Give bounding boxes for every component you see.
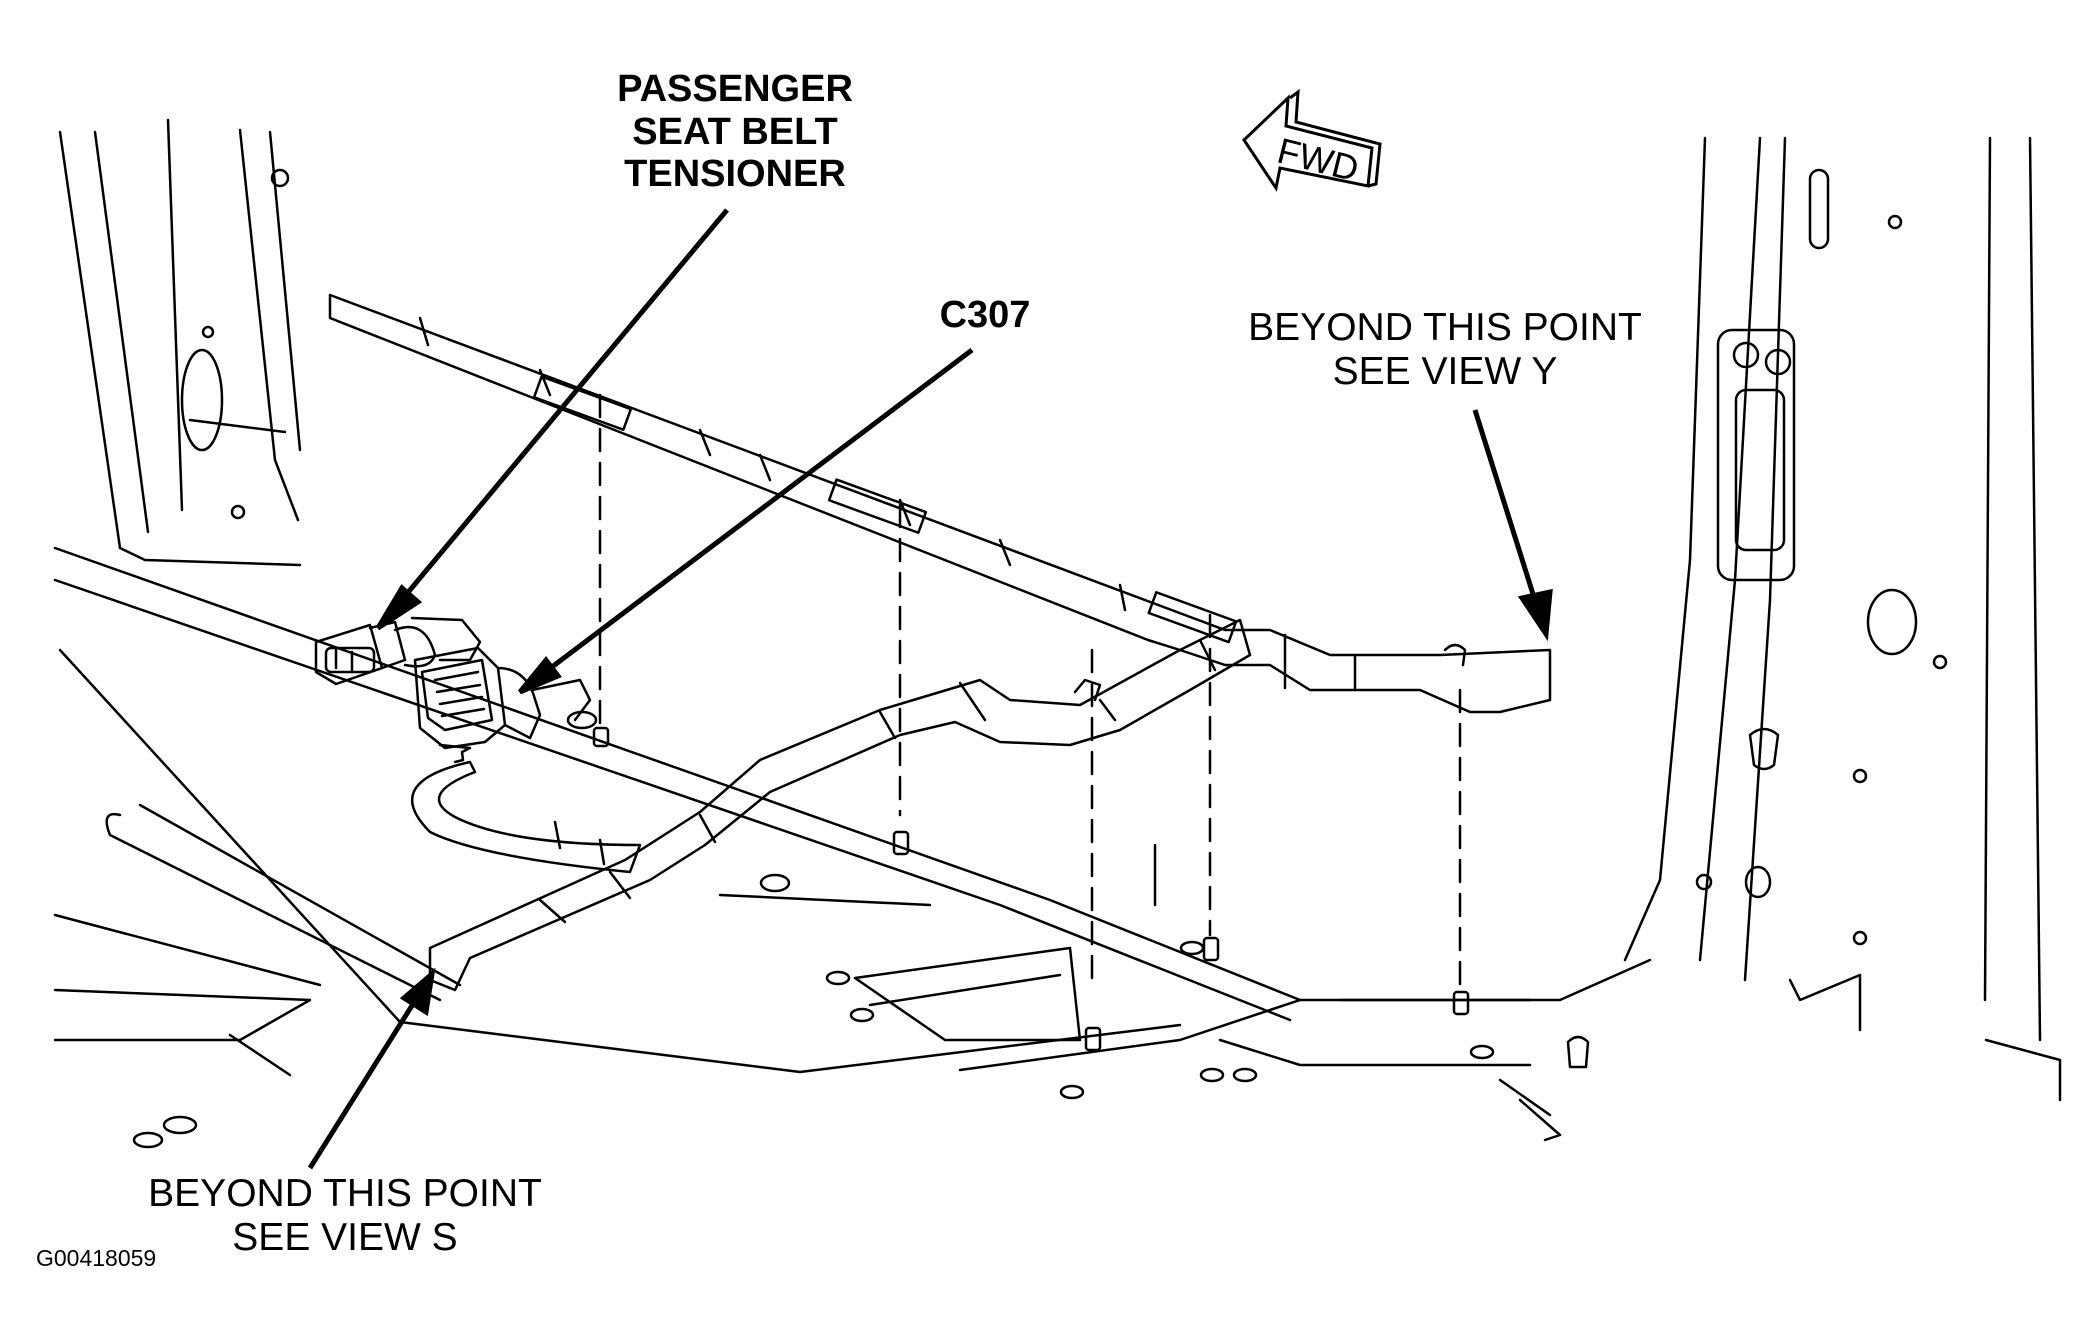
tensioner-label-line-2: SEAT BELT [632,110,838,153]
view-s-label-line-2: SEE VIEW S [232,1215,458,1259]
see-view-y-label: BEYOND THIS POINT SEE VIEW Y [1200,306,1690,393]
right-body-pillar [1623,136,2062,1102]
leader-arrows [307,208,1553,1170]
forward-direction-arrow [1242,88,1382,192]
see-view-s-label: BEYOND THIS POINT SEE VIEW S [100,1172,590,1259]
view-y-label-line-1: BEYOND THIS POINT [1248,306,1642,349]
left-body-pillar [58,118,302,567]
tensioner-connector [314,616,482,686]
tensioner-label-line-3: TENSIONER [624,153,846,196]
passenger-seat-belt-tensioner-label: PASSENGER SEAT BELT TENSIONER [560,68,910,196]
view-s-label-line-1: BEYOND THIS POINT [148,1172,542,1215]
c307-connector-label: C307 [939,294,1031,336]
figure-id: G00418059 [36,1245,157,1271]
upper-wiring-harness [328,293,1552,714]
view-s-leader-arrow [307,967,436,1170]
lower-wiring-harness [410,618,1252,992]
harness-mounting-studs [592,393,1470,1052]
view-y-leader-arrow [1472,409,1553,642]
floor-panel [53,546,1652,1149]
c307-connector [413,646,592,764]
tensioner-leader-arrow [375,208,729,631]
view-y-label-line-2: SEE VIEW Y [1332,349,1558,393]
c307-leader-arrow [518,348,974,695]
tensioner-label-line-1: PASSENGER [617,68,853,110]
